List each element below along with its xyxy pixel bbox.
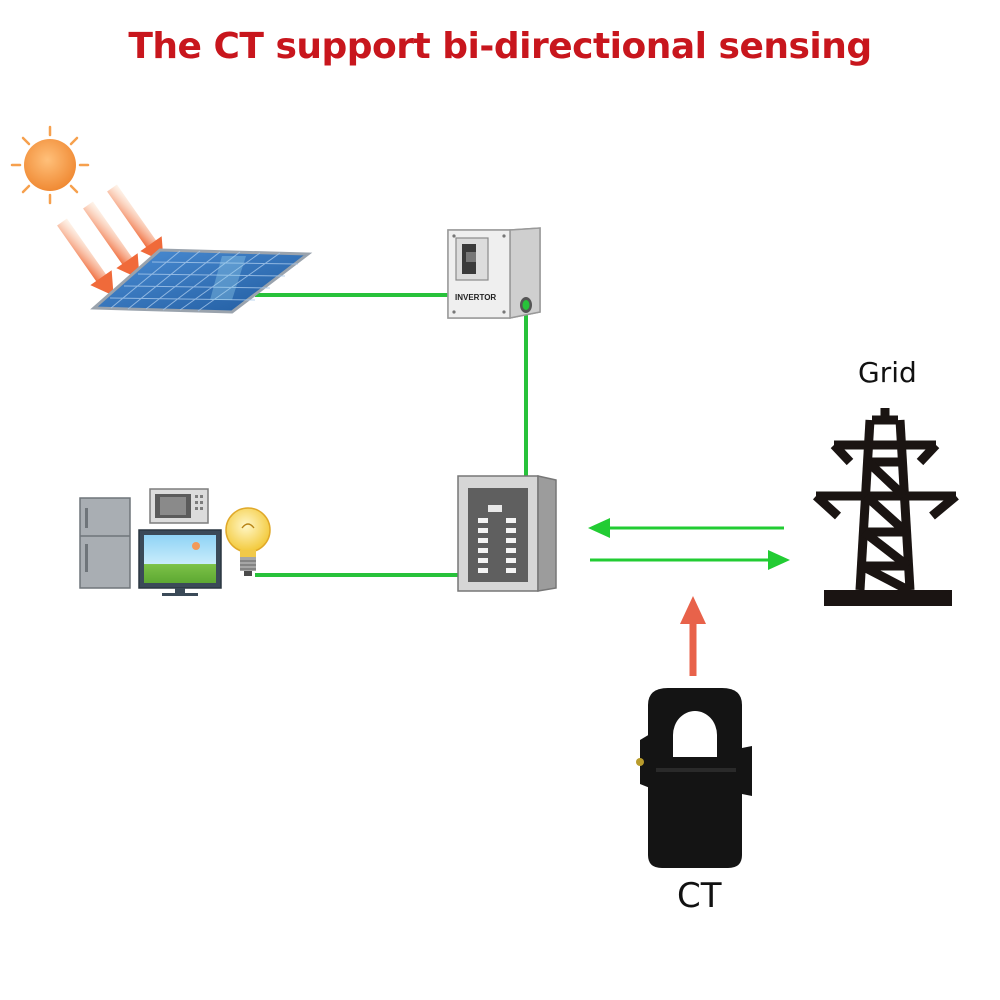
fridge-icon bbox=[79, 497, 131, 589]
arrow-grid-to-house bbox=[588, 518, 784, 538]
solar-panel-icon bbox=[90, 248, 313, 314]
grid-label: Grid bbox=[858, 356, 917, 389]
diagram-title: The CT support bi-directional sensing bbox=[128, 26, 872, 67]
breaker-panel-icon bbox=[457, 475, 557, 592]
arrow-house-to-grid bbox=[590, 550, 790, 570]
monitor-icon bbox=[138, 529, 222, 596]
ct-clamp-icon bbox=[636, 688, 752, 868]
arrow-ct-sensing bbox=[680, 596, 706, 676]
sun-icon bbox=[10, 125, 90, 205]
transmission-tower-icon bbox=[812, 408, 959, 594]
inverter-icon: INVERTOR bbox=[447, 227, 541, 319]
tower-base bbox=[824, 590, 952, 606]
microwave-icon bbox=[149, 488, 209, 524]
ct-label: CT bbox=[677, 876, 722, 916]
inverter-label: INVERTOR bbox=[455, 293, 496, 302]
light-bulb-icon bbox=[225, 507, 271, 576]
